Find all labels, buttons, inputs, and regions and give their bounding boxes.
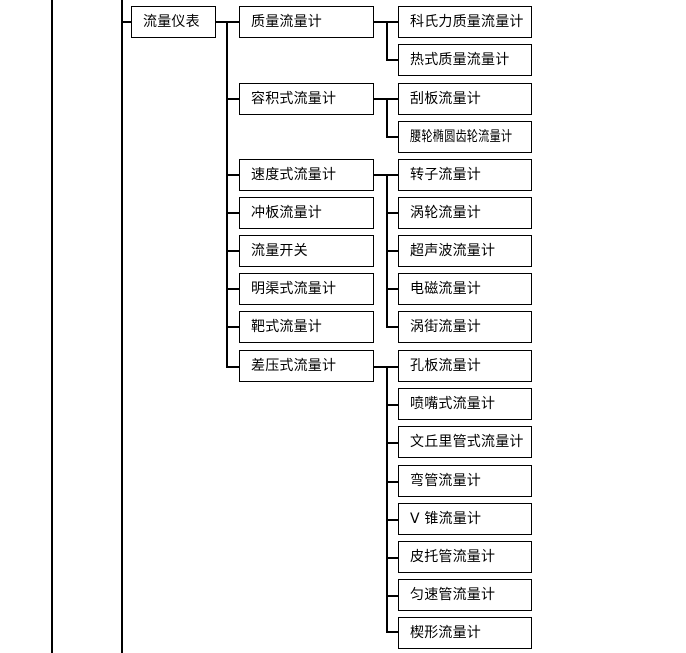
node-root-label: 流量仪表 xyxy=(143,14,200,30)
node-level3-9-label: 孔板流量计 xyxy=(410,358,481,374)
connector-group-c-to-level3-8 xyxy=(386,326,399,328)
node-level2-7[interactable]: 差压式流量计 xyxy=(239,350,374,382)
connector-group-d-to-level3-11 xyxy=(386,442,399,444)
node-level2-5-label: 明渠式流量计 xyxy=(251,281,337,297)
connector-group-a-to-level3-0 xyxy=(386,21,399,23)
connector-level2-1-out xyxy=(374,98,388,100)
connector-spine-to-level2-1 xyxy=(226,98,240,100)
node-level3-13[interactable]: V 锥流量计 xyxy=(398,503,532,535)
node-level3-9[interactable]: 孔板流量计 xyxy=(398,350,532,382)
node-level3-7[interactable]: 电磁流量计 xyxy=(398,273,532,305)
node-level3-15-label: 匀速管流量计 xyxy=(410,587,496,603)
connector-group-a-to-level3-1 xyxy=(386,59,399,61)
node-level3-6-label: 超声波流量计 xyxy=(410,243,496,259)
node-root[interactable]: 流量仪表 xyxy=(131,6,216,38)
node-level3-10-label: 喷嘴式流量计 xyxy=(410,396,496,412)
node-level3-3-label: 腰轮椭圆齿轮流量计 xyxy=(410,129,513,145)
connector-margin-to-root xyxy=(121,21,133,23)
node-level3-0-label: 科氏力质量流量计 xyxy=(410,14,524,30)
node-level2-4[interactable]: 流量开关 xyxy=(239,235,374,267)
node-level3-11-label: 文丘里管式流量计 xyxy=(410,434,524,450)
node-level3-10[interactable]: 喷嘴式流量计 xyxy=(398,388,532,420)
connector-spine-to-level2-3 xyxy=(226,212,240,214)
connector-group-b-to-level3-2 xyxy=(386,98,399,100)
node-level3-8-label: 涡街流量计 xyxy=(410,319,481,335)
node-level3-14-label: 皮托管流量计 xyxy=(410,549,496,565)
connector-level2-2-out xyxy=(374,174,388,176)
page-margin-rule-inner xyxy=(121,0,123,653)
node-level3-3[interactable]: 腰轮椭圆齿轮流量计 xyxy=(398,121,532,153)
node-level3-4-label: 转子流量计 xyxy=(410,167,481,183)
node-level3-8[interactable]: 涡街流量计 xyxy=(398,311,532,343)
connector-group-d-to-level3-12 xyxy=(386,481,399,483)
node-level3-2-label: 刮板流量计 xyxy=(410,91,481,107)
node-level3-11[interactable]: 文丘里管式流量计 xyxy=(398,426,532,458)
node-level3-14[interactable]: 皮托管流量计 xyxy=(398,541,532,573)
node-level2-0-label: 质量流量计 xyxy=(251,14,322,30)
page-margin-rule-outer xyxy=(51,0,53,653)
connector-spine-to-level2-6 xyxy=(226,326,240,328)
connector-group-d-to-level3-10 xyxy=(386,404,399,406)
node-level3-5-label: 涡轮流量计 xyxy=(410,205,481,221)
node-level3-7-label: 电磁流量计 xyxy=(410,281,481,297)
connector-level2-0-out xyxy=(374,21,388,23)
connector-root-to-spine xyxy=(215,21,228,23)
connector-group-d-to-level3-9 xyxy=(386,366,399,368)
connector-spine-to-level2-5 xyxy=(226,288,240,290)
connector-group-c-to-level3-6 xyxy=(386,250,399,252)
spine-level2 xyxy=(226,21,228,368)
spine-group-d xyxy=(386,366,388,633)
node-level2-6-label: 靶式流量计 xyxy=(251,319,322,335)
node-level2-2[interactable]: 速度式流量计 xyxy=(239,159,374,191)
node-level2-1-label: 容积式流量计 xyxy=(251,91,337,107)
connector-group-d-to-level3-16 xyxy=(386,631,399,633)
node-level2-5[interactable]: 明渠式流量计 xyxy=(239,273,374,305)
connector-group-c-to-level3-7 xyxy=(386,288,399,290)
connector-group-c-to-level3-5 xyxy=(386,212,399,214)
node-level2-7-label: 差压式流量计 xyxy=(251,358,337,374)
node-level2-4-label: 流量开关 xyxy=(251,243,308,259)
connector-group-c-to-level3-4 xyxy=(386,174,399,176)
spine-group-b xyxy=(386,98,388,138)
connector-spine-to-level2-4 xyxy=(226,250,240,252)
node-level2-0[interactable]: 质量流量计 xyxy=(239,6,374,38)
node-level2-3-label: 冲板流量计 xyxy=(251,205,322,221)
node-level3-16-label: 楔形流量计 xyxy=(410,625,481,641)
node-level3-12[interactable]: 弯管流量计 xyxy=(398,465,532,497)
connector-group-b-to-level3-3 xyxy=(386,136,399,138)
node-level2-3[interactable]: 冲板流量计 xyxy=(239,197,374,229)
node-level3-0[interactable]: 科氏力质量流量计 xyxy=(398,6,532,38)
node-level3-5[interactable]: 涡轮流量计 xyxy=(398,197,532,229)
spine-group-a xyxy=(386,21,388,61)
node-level3-6[interactable]: 超声波流量计 xyxy=(398,235,532,267)
node-level3-4[interactable]: 转子流量计 xyxy=(398,159,532,191)
node-level3-13-label: V 锥流量计 xyxy=(410,511,482,527)
connector-spine-to-level2-7 xyxy=(226,366,240,368)
node-level2-6[interactable]: 靶式流量计 xyxy=(239,311,374,343)
connector-group-d-to-level3-13 xyxy=(386,519,399,521)
connector-spine-to-level2-2 xyxy=(226,174,240,176)
node-level3-1[interactable]: 热式质量流量计 xyxy=(398,44,532,76)
node-level3-16[interactable]: 楔形流量计 xyxy=(398,617,532,649)
connector-spine-to-level2-0 xyxy=(226,21,240,23)
node-level3-12-label: 弯管流量计 xyxy=(410,473,481,489)
node-level3-1-label: 热式质量流量计 xyxy=(410,52,510,68)
node-level3-15[interactable]: 匀速管流量计 xyxy=(398,579,532,611)
node-level2-1[interactable]: 容积式流量计 xyxy=(239,83,374,115)
connector-level2-7-out xyxy=(374,366,388,368)
node-level3-2[interactable]: 刮板流量计 xyxy=(398,83,532,115)
node-level2-2-label: 速度式流量计 xyxy=(251,167,337,183)
connector-group-d-to-level3-15 xyxy=(386,595,399,597)
connector-group-d-to-level3-14 xyxy=(386,557,399,559)
